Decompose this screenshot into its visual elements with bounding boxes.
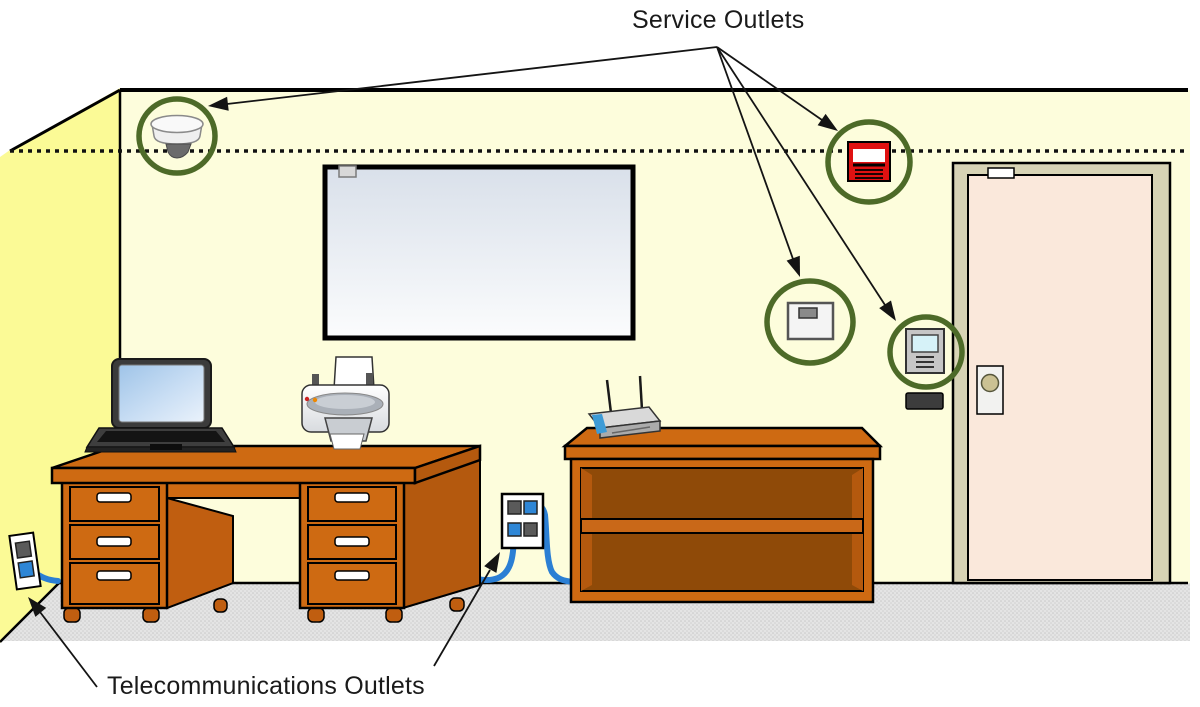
left-wall-floor-line xyxy=(0,582,60,643)
card-reader-screen xyxy=(911,334,939,353)
wireless-router xyxy=(587,375,662,439)
drawer-handle xyxy=(96,492,132,503)
credenza-bookcase xyxy=(561,426,884,604)
door xyxy=(951,161,1172,585)
printer-support xyxy=(366,373,373,389)
arrow-to-smoke-detector xyxy=(226,46,718,105)
door-top-plate xyxy=(987,167,1015,179)
door-strike-box xyxy=(905,392,944,410)
printer xyxy=(301,356,390,450)
desk-top-side xyxy=(413,444,482,485)
printer-paper-output xyxy=(329,433,365,450)
laptop-screen xyxy=(118,364,205,423)
door-knob xyxy=(980,373,1000,393)
drawer xyxy=(307,562,397,605)
router-antenna xyxy=(605,379,613,414)
arrow-to-credenza-outlet xyxy=(433,569,491,667)
drawer-handle xyxy=(96,570,132,581)
laptop xyxy=(84,358,237,453)
credenza-wall-telecom-outlet xyxy=(458,492,577,585)
drawer xyxy=(307,486,397,522)
printer-power-led xyxy=(304,396,310,402)
router-stripe xyxy=(592,414,607,434)
highlight-circle-fire-alarm xyxy=(825,119,913,205)
desk-right-pedestal xyxy=(298,480,406,610)
desk-left-pedestal xyxy=(60,480,169,610)
arrow-to-fire-alarm xyxy=(716,46,823,121)
drawer xyxy=(69,486,160,522)
desk-foot xyxy=(63,607,81,623)
whiteboard-clip xyxy=(338,165,357,178)
arrow-to-thermostat xyxy=(716,46,794,260)
outlet-port-blue xyxy=(507,522,522,537)
outlet-port-blue xyxy=(523,500,538,515)
desk-foot xyxy=(213,598,228,613)
desk-foot xyxy=(142,607,160,623)
fire-alarm-pull-station xyxy=(847,141,891,182)
highlight-circles xyxy=(136,96,965,390)
service-outlets-label: Service Outlets xyxy=(632,6,805,34)
thermostat-display xyxy=(798,307,818,319)
outlet-port-blue xyxy=(17,560,36,579)
desk-foot xyxy=(449,597,465,612)
highlight-circle-thermostat xyxy=(764,278,856,366)
arrow-to-left-wall-outlet xyxy=(39,611,98,688)
drawer xyxy=(69,562,160,605)
arrow-to-card-reader xyxy=(716,46,886,306)
drawer-handle xyxy=(334,536,370,547)
drawer-handle xyxy=(334,570,370,581)
whiteboard xyxy=(322,164,636,341)
outlet-port-gray xyxy=(14,540,33,559)
thermostat xyxy=(786,301,835,341)
router-antenna xyxy=(638,375,644,411)
smoke-detector xyxy=(150,114,204,159)
ceiling-corner-line xyxy=(9,88,121,153)
outlet-port-gray xyxy=(507,500,522,515)
callout-arrows xyxy=(28,46,896,688)
laptop-touchpad xyxy=(150,444,182,450)
laptop-keyboard xyxy=(97,431,225,442)
desk-foot xyxy=(307,607,325,623)
desk-rail xyxy=(166,481,301,499)
credenza-shelf xyxy=(580,518,864,534)
desk-top-edge xyxy=(50,466,417,485)
left-wall-telecom-outlet xyxy=(8,531,61,591)
highlight-circle-smoke-detector xyxy=(136,96,218,176)
card-reader xyxy=(905,328,945,374)
printer-support xyxy=(312,374,319,390)
telecommunications-outlets-label: Telecommunications Outlets xyxy=(107,672,425,700)
drawer-handle xyxy=(96,536,132,547)
printer-status-led xyxy=(312,397,318,403)
outlet-port-gray xyxy=(523,522,538,537)
highlight-circle-card-reader xyxy=(887,314,965,390)
drawer xyxy=(69,524,160,560)
desk xyxy=(50,444,482,623)
desk-foot xyxy=(385,607,403,623)
drawer-handle xyxy=(334,492,370,503)
